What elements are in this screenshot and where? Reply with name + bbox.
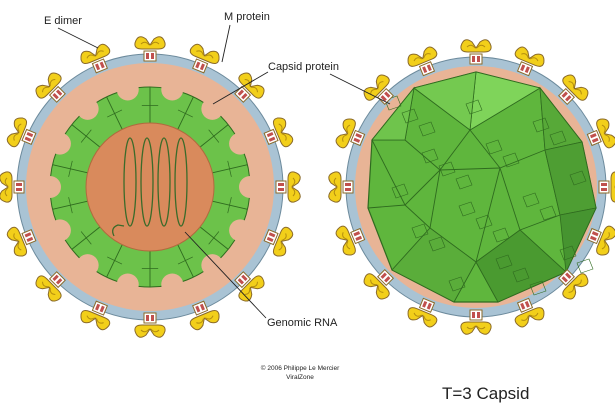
label-e-dimer: E dimer — [44, 15, 82, 27]
capsid-notch — [117, 79, 139, 101]
leader-m-protein — [222, 25, 230, 62]
capsid-notch — [201, 254, 223, 276]
capsid-notch — [161, 273, 183, 295]
capsid-notch — [49, 133, 71, 155]
credit-line-2: ViralZone — [286, 374, 314, 381]
label-capsid-protein: Capsid protein — [268, 61, 339, 73]
capsid-notch — [77, 98, 99, 120]
label-t3-capsid: T=3 Capsid — [442, 384, 529, 403]
left-virion — [0, 37, 300, 338]
right-virion — [329, 40, 615, 335]
capsid-notch — [117, 273, 139, 295]
capsid-notch — [239, 176, 261, 198]
leader-e-dimer — [58, 28, 98, 48]
capsid-notch — [229, 219, 251, 241]
capsid-notch — [201, 98, 223, 120]
capsid-notch — [39, 176, 61, 198]
credit-line-1: © 2006 Philippe Le Mercier — [261, 364, 340, 372]
capsid-notch — [49, 219, 71, 241]
capsid-notch — [161, 79, 183, 101]
capsid-notch — [229, 133, 251, 155]
label-m-protein: M protein — [224, 11, 270, 23]
label-genomic-rna: Genomic RNA — [267, 317, 338, 329]
capsid-notch — [77, 254, 99, 276]
